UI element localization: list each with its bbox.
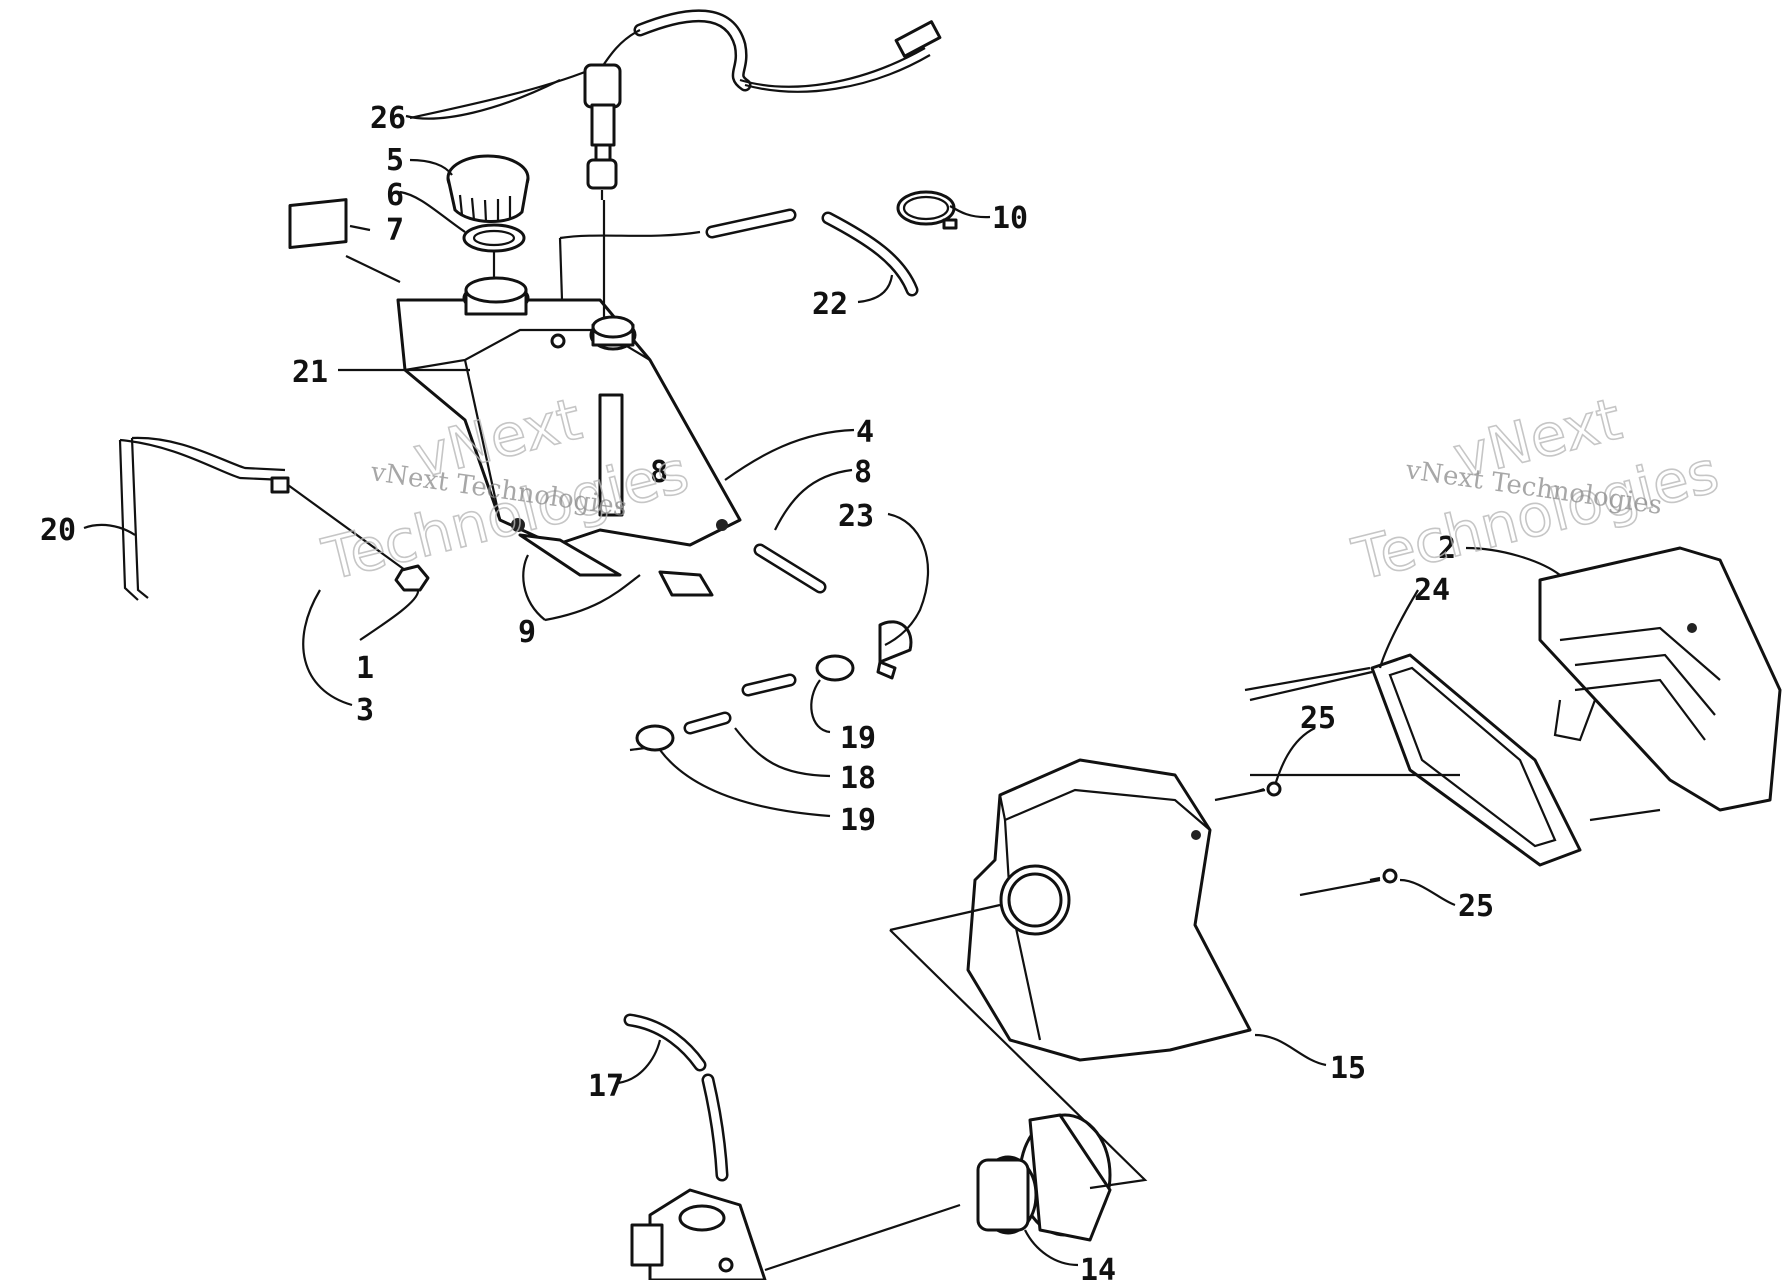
callout-18: 18 <box>840 761 876 796</box>
gas-cap-gasket <box>462 223 526 253</box>
gasket-frame <box>1370 653 1582 867</box>
callout-leaders <box>83 79 1561 1267</box>
callout-1: 1 <box>356 651 374 686</box>
callout-19a: 19 <box>840 721 876 756</box>
screw <box>1254 781 1282 797</box>
fuel-gauge-sender <box>409 9 942 200</box>
gas-cap <box>446 154 530 223</box>
air-silencer-case <box>1538 546 1782 812</box>
impulse-hose <box>623 1013 729 1182</box>
callout-7: 7 <box>386 213 404 248</box>
callout-9: 9 <box>518 615 536 650</box>
screw <box>1369 868 1398 884</box>
intake-adapter <box>976 1113 1112 1242</box>
callout-22: 22 <box>812 287 848 322</box>
callout-10: 10 <box>992 201 1028 236</box>
callout-6: 6 <box>386 178 404 213</box>
support-rod <box>118 436 406 601</box>
callout-15: 15 <box>1330 1051 1366 1086</box>
callout-25a: 25 <box>1300 701 1336 736</box>
callout-3: 3 <box>356 693 374 728</box>
assembly-lines <box>345 200 1661 1272</box>
callout-21: 21 <box>292 355 328 390</box>
callout-23: 23 <box>838 499 874 534</box>
callout-5: 5 <box>386 143 404 178</box>
callout-20: 20 <box>40 513 76 548</box>
hose-clamp <box>896 190 958 230</box>
callout-17: 17 <box>588 1069 624 1104</box>
air-box <box>966 758 1252 1062</box>
callout-2: 2 <box>1438 531 1456 566</box>
fuel-line-assembly <box>629 620 913 752</box>
callout-19b: 19 <box>840 803 876 838</box>
decal <box>288 198 348 250</box>
callout-26: 26 <box>370 101 406 136</box>
callout-14: 14 <box>1080 1253 1116 1280</box>
carburetor <box>630 1188 767 1280</box>
callout-24: 24 <box>1414 573 1450 608</box>
hex-nut <box>394 564 430 592</box>
callout-8b: 8 <box>854 455 872 490</box>
callout-25b: 25 <box>1458 889 1494 924</box>
fuel-tank <box>396 276 742 547</box>
callout-4: 4 <box>856 415 874 450</box>
vent-hose <box>559 208 919 297</box>
callout-labels: 26 5 6 7 10 22 21 4 8 8 23 20 2 24 1 3 9… <box>40 101 1494 1280</box>
callout-8a: 8 <box>650 455 668 490</box>
tank-straps <box>518 533 714 597</box>
